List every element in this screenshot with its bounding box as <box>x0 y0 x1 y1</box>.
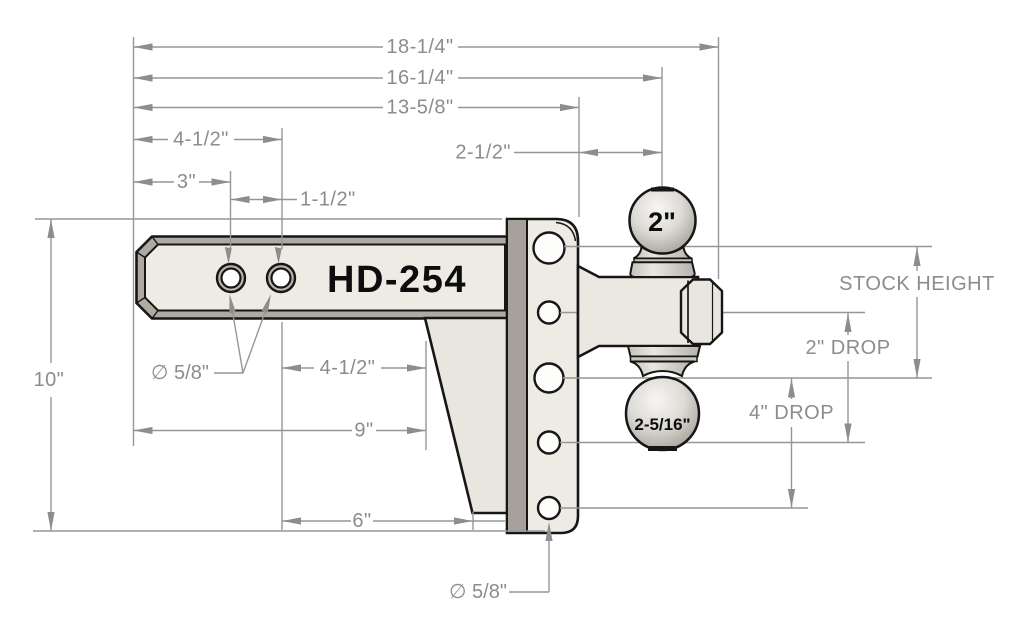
arrow-left <box>133 43 153 51</box>
arrow-up <box>787 378 796 398</box>
shank: HD-254 <box>135 235 513 320</box>
dim-9: 9" <box>354 420 373 442</box>
arrow-up <box>913 247 921 266</box>
arrow-left <box>133 74 153 82</box>
dim-4-1-2-mid: 4-1/2" <box>320 357 376 379</box>
arrow-left <box>282 517 301 525</box>
ball-2-5-16-label: 2-5/16" <box>634 415 690 434</box>
dim-6: 6" <box>352 510 371 532</box>
ball-2in-flange <box>629 261 696 278</box>
channel-hole-3 <box>533 362 565 394</box>
dim-13-5-8: 13-5/8" <box>386 97 453 119</box>
arrow-left <box>133 103 153 112</box>
arrow-up <box>844 313 852 332</box>
dim-1-1-2: 1-1/2" <box>300 189 356 211</box>
part-model-label: HD-254 <box>327 259 467 301</box>
hole-pointer-arrow <box>274 247 282 264</box>
ball-2-5-16-flange <box>626 345 702 358</box>
dim-3: 3" <box>177 171 196 193</box>
dim-10: 10" <box>34 369 65 391</box>
arrow-down <box>787 489 796 508</box>
ball-2-5-16-neck <box>630 360 695 378</box>
leader-arrow <box>229 294 236 314</box>
channel <box>505 217 580 535</box>
arrow-left <box>133 178 153 186</box>
shank-bevel-facet <box>151 310 159 319</box>
channel-hole-4 <box>536 430 562 455</box>
channel-hole-2 <box>536 300 562 325</box>
ball-mount: 2" 2-5/16" <box>576 186 724 452</box>
arrow-right <box>643 74 662 82</box>
arrow-down <box>844 423 852 443</box>
arrow-down <box>47 512 55 531</box>
label-stock-height: STOCK HEIGHT <box>839 273 995 295</box>
arrow-right <box>263 195 282 204</box>
dim-2-1-2: 2-1/2" <box>455 142 511 164</box>
shank-bevel-facet <box>136 251 146 259</box>
gusset <box>423 316 510 515</box>
channel-hole-5 <box>536 495 562 521</box>
arrow-left <box>133 135 153 144</box>
ball-2in-label: 2" <box>648 207 676 237</box>
dim-shank-hole-dia: ∅ 5/8" <box>151 362 209 384</box>
arrow-up <box>47 219 55 238</box>
arrow-left <box>230 195 250 204</box>
shank-pin-hole <box>220 267 242 289</box>
shank-bevel-facet <box>136 296 146 304</box>
channel-hole-1 <box>532 231 566 265</box>
leader-arrow <box>545 522 553 541</box>
arrow-right <box>699 43 719 51</box>
label-4-drop: 4" DROP <box>749 402 834 424</box>
label-2-drop: 2" DROP <box>805 337 890 359</box>
arrow-right <box>211 178 231 186</box>
arrow-right <box>407 426 426 435</box>
channel-side-strip <box>506 218 528 534</box>
arrow-right <box>643 148 662 157</box>
channel-corner-fillet <box>555 221 577 242</box>
ball-2-5-16 <box>624 375 701 452</box>
arrow-right <box>454 517 473 525</box>
arrow-left <box>579 148 598 157</box>
arrow-left <box>282 364 301 372</box>
arrow-right <box>407 364 426 372</box>
dim-18-1-4: 18-1/4" <box>386 36 453 58</box>
dimension-annotations: 18-1/4" 16-1/4" 13-5/8" 4-1/2" 2-1/2" 3" <box>33 36 995 603</box>
leader-line <box>242 299 271 374</box>
arrow-down <box>913 359 921 378</box>
hole-pointer-arrow <box>224 247 232 264</box>
dim-4-1-2-top: 4-1/2" <box>173 129 229 151</box>
arrow-right <box>560 103 579 112</box>
dim-channel-hole-dia: ∅ 5/8" <box>449 581 507 603</box>
arrow-right <box>263 135 282 144</box>
hex-nut <box>679 278 724 346</box>
shank-pin-hole <box>270 267 292 289</box>
shank-bevel-facet <box>151 236 159 245</box>
arrow-left <box>133 426 153 435</box>
leader-arrow <box>261 294 271 313</box>
dim-16-1-4: 16-1/4" <box>386 67 453 89</box>
